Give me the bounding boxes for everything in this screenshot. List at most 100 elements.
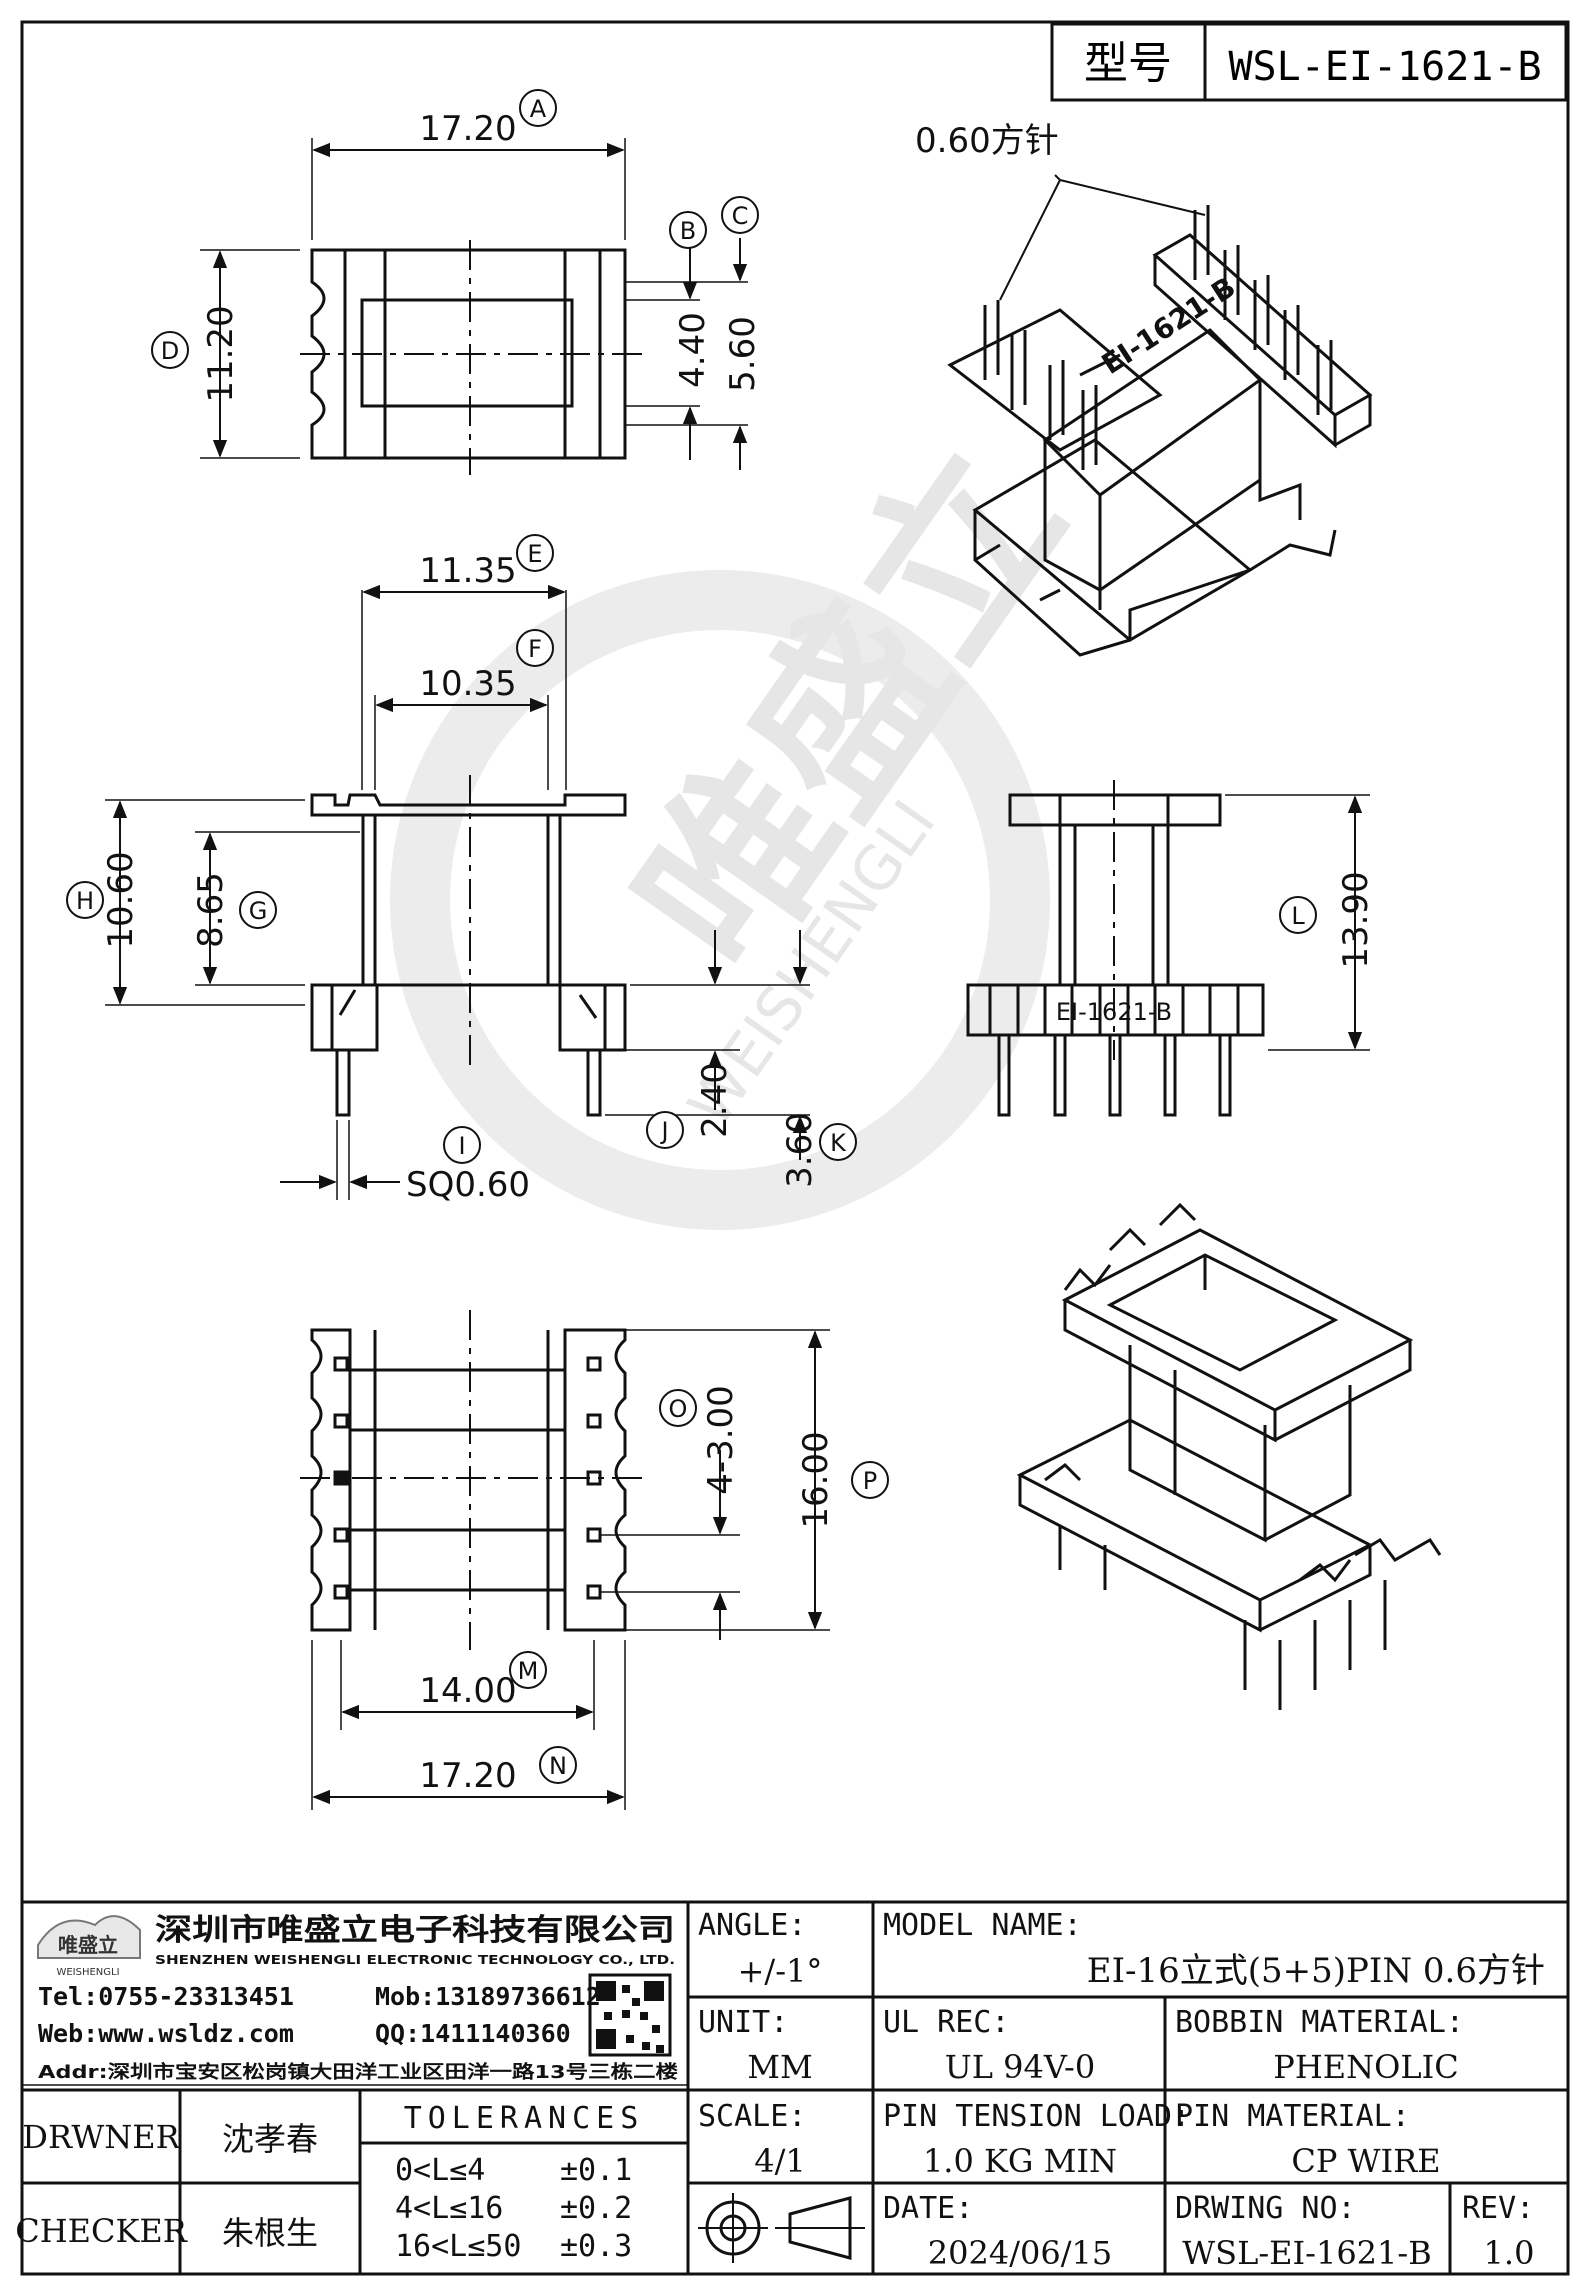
marker-D: D <box>151 331 189 369</box>
dimension-markers: A B C D E F G H I J K L M N O P <box>66 89 1317 1784</box>
marker-F: F <box>516 629 554 667</box>
dim-E-value: 11.35 <box>419 551 516 591</box>
svg-text:E: E <box>527 540 542 568</box>
dim-A-value: 17.20 <box>419 109 516 149</box>
date-label: DATE: <box>883 2191 973 2226</box>
drawer-label: DRWNER <box>22 2118 180 2156</box>
tol-row-3-range: 16<L≤50 <box>395 2229 521 2264</box>
rev-value: 1.0 <box>1484 2234 1535 2272</box>
marker-J: J <box>646 1111 684 1149</box>
dim-H-value: 10.60 <box>101 851 141 948</box>
top-view <box>200 138 748 475</box>
ul-rec-label: UL REC: <box>883 2005 1009 2040</box>
dim-I-value: SQ0.60 <box>406 1165 530 1205</box>
company-logo: 唯盛立 WEISHENGLI <box>37 1915 141 1978</box>
pin-tension-value: 1.0 KG MIN <box>923 2142 1117 2180</box>
marker-N: N <box>539 1746 577 1784</box>
drawing-no-value: WSL-EI-1621-B <box>1182 2234 1431 2272</box>
svg-text:P: P <box>863 1467 877 1495</box>
svg-text:M: M <box>518 1657 539 1685</box>
unit-label: UNIT: <box>698 2005 788 2040</box>
rev-label: REV: <box>1462 2191 1534 2226</box>
dim-G-value: 8.65 <box>191 872 231 948</box>
isometric-part-marking: EI-1621-B <box>1096 270 1242 380</box>
bobbin-material-label: BOBBIN MATERIAL: <box>1175 2005 1464 2040</box>
svg-text:G: G <box>249 897 268 925</box>
bottom-view <box>300 1310 830 1810</box>
ul-rec-value: UL 94V-0 <box>945 2048 1095 2086</box>
side-view: EI-1621-B <box>966 780 1370 1117</box>
drawer-value: 沈孝春 <box>222 2120 318 2158</box>
tol-row-2-value: ±0.2 <box>560 2191 632 2226</box>
dim-D-value: 11.20 <box>201 305 241 402</box>
marker-I: I <box>443 1126 481 1164</box>
checker-value: 朱根生 <box>222 2214 318 2252</box>
model-name-value: EI-16立式(5+5)PIN 0.6方针 <box>1087 1951 1545 1991</box>
dim-O-value: 4-3.00 <box>701 1385 741 1495</box>
front-view <box>105 590 810 1200</box>
pin-material-value: CP WIRE <box>1291 2142 1440 2180</box>
marker-P: P <box>851 1461 889 1499</box>
drawing-no-label: DRWING NO: <box>1175 2191 1356 2226</box>
unit-value: MM <box>747 2048 813 2086</box>
marker-H: H <box>66 881 104 919</box>
marker-O: O <box>659 1389 697 1427</box>
marker-G: G <box>239 891 277 929</box>
company-qq: QQ:1411140360 <box>375 2019 571 2048</box>
angle-label: ANGLE: <box>698 1908 806 1943</box>
svg-text:O: O <box>669 1395 688 1423</box>
tol-row-1-range: 0<L≤4 <box>395 2153 485 2188</box>
marker-M: M <box>509 1651 547 1689</box>
marker-C: C <box>721 196 759 234</box>
logo-cn: 唯盛立 <box>58 1933 118 1957</box>
model-name-label: MODEL NAME: <box>883 1908 1082 1943</box>
checker-label: CHECKER <box>15 2212 188 2250</box>
company-name-en: SHENZHEN WEISHENGLI ELECTRONIC TECHNOLOG… <box>155 1953 675 1967</box>
front-view-dimensions: 11.35 10.35 10.60 8.65 2.40 3.60 SQ0.60 <box>101 551 820 1205</box>
dim-J-value: 2.40 <box>695 1062 735 1138</box>
svg-text:H: H <box>76 887 94 915</box>
svg-text:C: C <box>732 202 749 230</box>
qr-code <box>588 1973 672 2057</box>
model-label: 型号 <box>1084 38 1172 89</box>
marker-A: A <box>519 89 557 127</box>
tolerances-title: TOLERANCES <box>404 2101 645 2136</box>
pin-callout: 0.60方针 <box>915 121 1059 161</box>
drawing-frame <box>20 20 1570 2276</box>
dim-C-value: 5.60 <box>723 316 763 392</box>
side-view-marking: EI-1621-B <box>1056 998 1172 1026</box>
marker-L: L <box>1279 896 1317 934</box>
svg-text:F: F <box>528 635 542 663</box>
pin-material-label: PIN MATERIAL: <box>1175 2099 1410 2134</box>
dim-N-value: 17.20 <box>419 1756 516 1796</box>
angle-value: +/-1° <box>738 1952 823 1990</box>
tol-row-1-value: ±0.1 <box>560 2153 632 2188</box>
projection-symbol <box>698 2193 865 2263</box>
svg-text:J: J <box>659 1117 668 1145</box>
marker-B: B <box>669 211 707 249</box>
svg-text:D: D <box>161 337 179 365</box>
tol-row-3-value: ±0.3 <box>560 2229 632 2264</box>
bobbin-material-value: PHENOLIC <box>1273 2048 1458 2086</box>
side-view-dimensions: 13.90 <box>1336 795 1376 1050</box>
scale-label: SCALE: <box>698 2099 806 2134</box>
model-title-box: 型号 WSL-EI-1621-B <box>1050 22 1568 102</box>
company-web: Web:www.wsldz.com <box>38 2019 294 2048</box>
pin-tension-label: PIN TENSION LOAD: <box>883 2099 1190 2134</box>
svg-text:B: B <box>680 217 696 245</box>
dim-M-value: 14.00 <box>419 1671 516 1711</box>
company-address: Addr:深圳市宝安区松岗镇大田洋工业区田洋一路13号三栋二楼 <box>38 2061 678 2083</box>
date-value: 2024/06/15 <box>928 2234 1112 2272</box>
dim-L-value: 13.90 <box>1336 871 1376 968</box>
top-view-dimensions: 17.20 11.20 4.40 5.60 <box>201 109 763 470</box>
svg-text:N: N <box>549 1752 567 1780</box>
dim-P-value: 16.00 <box>796 1431 836 1528</box>
marker-E: E <box>516 534 554 572</box>
dim-K-value: 3.60 <box>780 1112 820 1188</box>
scale-value: 4/1 <box>754 2142 806 2180</box>
marker-K: K <box>819 1123 857 1161</box>
bottom-view-dimensions: 4-3.00 16.00 14.00 17.20 <box>312 1330 836 1805</box>
logo-en: WEISHENGLI <box>56 1967 119 1978</box>
isometric-view-bottom <box>1016 1202 1442 1710</box>
